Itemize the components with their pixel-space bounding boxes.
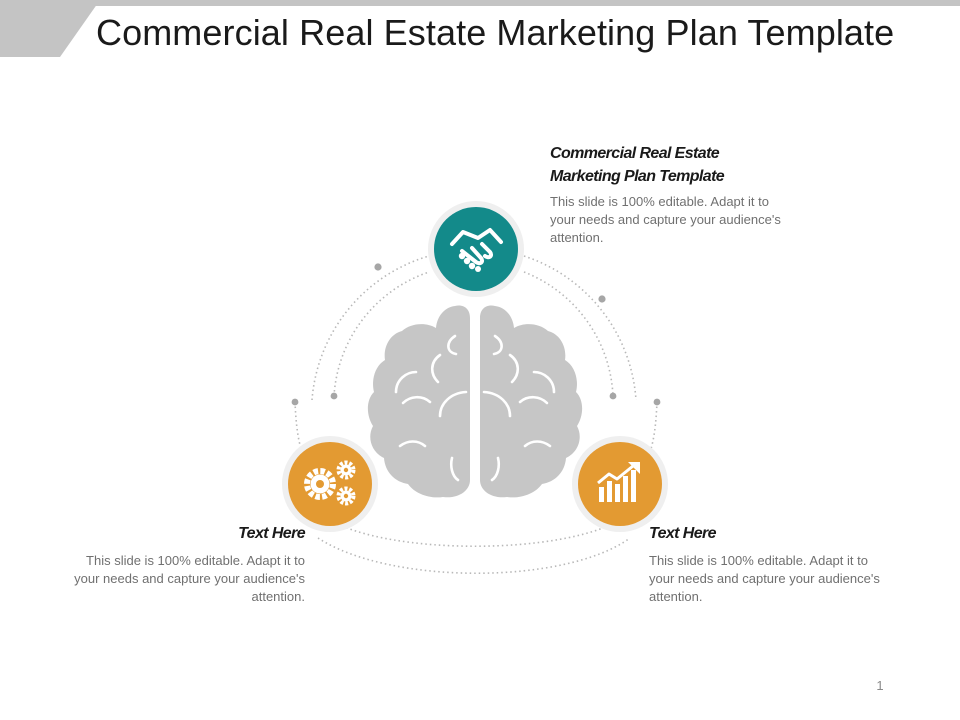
dotted-connectors	[294, 255, 658, 574]
top-body-text: This slide is 100% editable. Adapt it to…	[550, 194, 781, 245]
top-heading-line1: Commercial Real Estate	[550, 145, 720, 162]
slide-title: Commercial Real Estate Marketing Plan Te…	[96, 12, 895, 53]
handshake-circle	[428, 201, 524, 297]
right-heading: Text Here	[649, 525, 717, 542]
gears-circle	[282, 436, 378, 532]
top-heading: Commercial Real Estate Marketing Plan Te…	[550, 142, 790, 188]
growth-chart-circle	[572, 436, 668, 532]
connector-dots	[291, 263, 661, 406]
gears-icon	[304, 460, 356, 506]
page-number: 1	[876, 678, 884, 693]
title-corner-shape	[0, 0, 100, 57]
growth-chart-icon	[597, 462, 640, 502]
left-body-text: This slide is 100% editable. Adapt it to…	[74, 553, 305, 604]
handshake-icon	[450, 228, 503, 266]
top-heading-line2: Marketing Plan Template	[550, 168, 725, 185]
title-bar	[0, 0, 960, 6]
brain-icon	[367, 305, 583, 498]
left-heading: Text Here	[238, 525, 306, 542]
right-body-text: This slide is 100% editable. Adapt it to…	[649, 553, 880, 604]
